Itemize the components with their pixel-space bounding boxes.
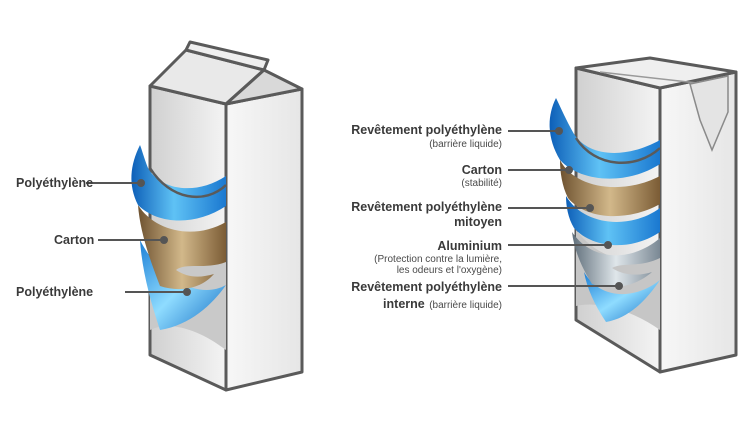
left-carton: [131, 40, 304, 392]
right-label-polyethylene-inner-line1: Revêtement polyéthylène: [351, 280, 502, 294]
right-carton-top: [574, 56, 738, 90]
leader-dot: [615, 282, 623, 290]
right-label-polyethylene-coating-title: Revêtement polyéthylène: [351, 123, 502, 137]
left-carton-layer: [138, 205, 226, 290]
right-label-polyethylene-inner-word: interne: [383, 297, 425, 311]
leader-dot: [604, 241, 612, 249]
right-carton-seal-line: [599, 71, 707, 85]
left-label-polyethylene-inner: Polyéthylène: [16, 285, 94, 299]
leader-dot: [565, 166, 573, 174]
right-label-carton-title: Carton: [461, 163, 502, 177]
left-label-polyethylene-outer: Polyéthylène: [16, 176, 94, 190]
right-aluminium-layer: [572, 232, 660, 288]
leader-dot: [160, 236, 168, 244]
right-label-polyethylene-inner-line2: interne (barrière liquide): [383, 295, 502, 313]
right-carton-folded-flap: [689, 75, 729, 152]
right-label-aluminium-title: Aluminium: [437, 239, 502, 253]
left-carton-roof-right: [224, 68, 304, 106]
right-polyethylene-middle-layer: [566, 196, 660, 246]
left-carton-fin: [184, 40, 270, 72]
right-polyethylene-inner-layer: [584, 272, 660, 322]
right-carton: [549, 56, 738, 374]
right-label-polyethylene-coating-subtitle: (barrière liquide): [429, 139, 502, 150]
right-label-aluminium-subtitle-line1: (Protection contre la lumière,: [374, 254, 502, 265]
right-carton-layer: [560, 160, 660, 217]
right-label-polyethylene-middle-line1: Revêtement polyéthylène: [351, 200, 502, 214]
right-label-polyethylene-middle-line2: mitoyen: [454, 215, 502, 229]
right-label-carton-subtitle: (stabilité): [461, 178, 502, 189]
right-label-aluminium-subtitle-line2: les odeurs et l'oxygène): [396, 265, 502, 276]
left-leader-lines: [86, 179, 191, 296]
leader-dot: [555, 127, 563, 135]
leader-dot: [137, 179, 145, 187]
left-polyethylene-outer-layer: [131, 145, 226, 221]
left-label-carton: Carton: [54, 233, 95, 247]
left-carton-front-panel: [224, 87, 304, 392]
right-label-polyethylene-inner-suffix: (barrière liquide): [429, 300, 502, 311]
right-carton-cut-edge: [574, 137, 661, 164]
leader-dot: [586, 204, 594, 212]
right-leader-lines: [508, 127, 623, 290]
leader-dot: [183, 288, 191, 296]
left-carton-cut-edge: [148, 167, 227, 199]
right-polyethylene-outer-layer: [549, 98, 660, 179]
